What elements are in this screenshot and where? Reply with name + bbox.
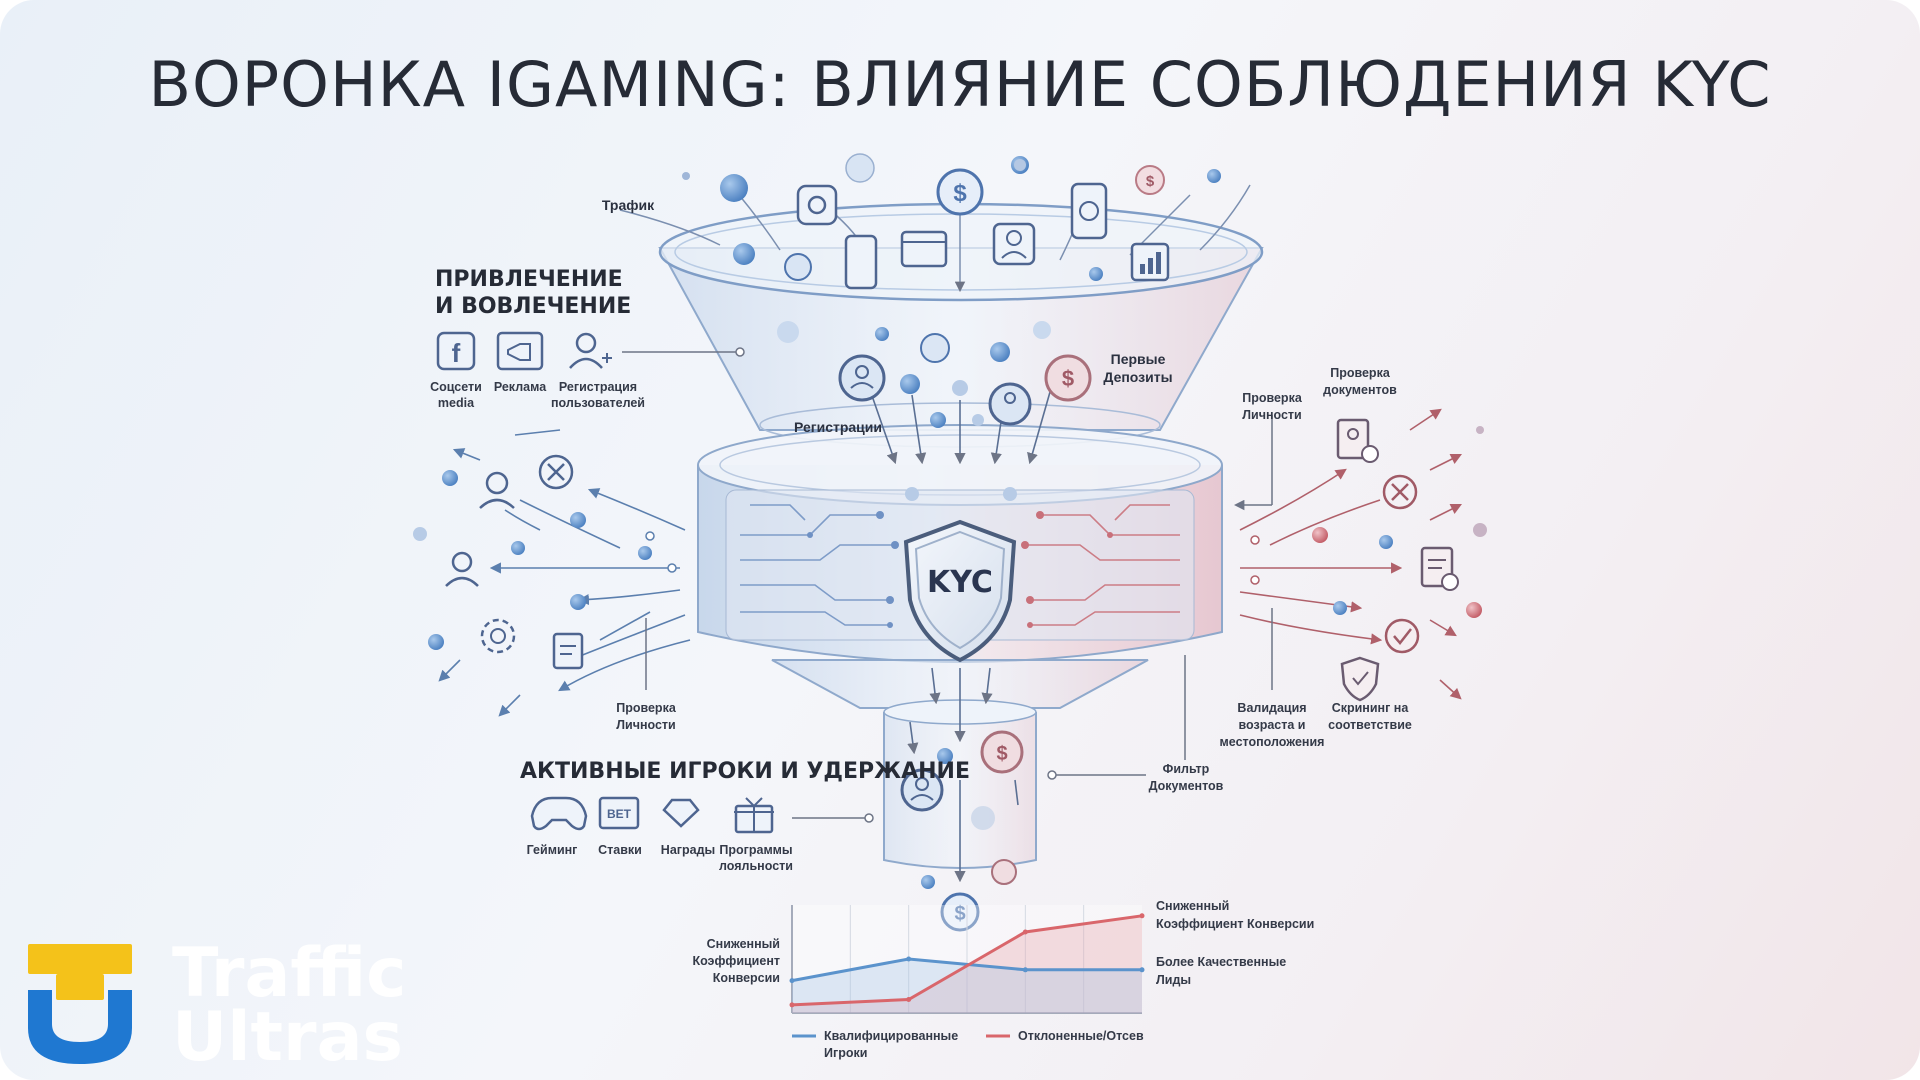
first-deposits-label-2: Депозиты xyxy=(1103,369,1172,385)
series-line-rejected xyxy=(791,914,1143,1007)
signup-label-2: пользователей xyxy=(551,396,645,410)
reject-x-icon xyxy=(538,454,574,490)
kyc-shield-icon: KYC xyxy=(903,519,1017,663)
annotation-low-1: Сниженный xyxy=(707,937,780,951)
svg-text:BET: BET xyxy=(607,807,632,821)
attraction-section: ПРИВЛЕЧЕНИЕ И ВОВЛЕЧЕНИЕ f Соцсети media… xyxy=(430,267,745,410)
instagram-icon xyxy=(796,184,838,226)
retention-heading: АКТИВНЫЕ ИГРОКИ И УДЕРЖАНИЕ xyxy=(520,759,970,784)
registrations-label: Регистрации xyxy=(794,419,882,435)
compliance-label-2: соответствие xyxy=(1328,718,1412,732)
mobile-globe-icon xyxy=(1070,182,1108,240)
deposit-coin-icon xyxy=(1044,354,1092,402)
age-geo-label-2: возраста и xyxy=(1239,718,1306,732)
svg-text:$: $ xyxy=(953,180,967,207)
left-outflow: Проверка Личности xyxy=(413,429,691,732)
ads-label: Реклама xyxy=(494,380,547,394)
browser-click-icon xyxy=(900,230,948,268)
first-deposits-label-1: Первые xyxy=(1111,351,1166,367)
rewards-label: Награды xyxy=(661,843,715,857)
conversion-chart: Сниженный Коэффициент Конверсии Сниженны… xyxy=(692,899,1314,1060)
page-title: ВОРОНКА IGAMING: ВЛИЯНИЕ СОБЛЮДЕНИЯ KYC xyxy=(148,48,1771,121)
svg-text:$: $ xyxy=(996,743,1007,765)
signup-label-1: Регистрация xyxy=(559,380,637,394)
user-icon-left xyxy=(451,551,473,573)
gaming-label: Гейминг xyxy=(527,843,578,857)
annotation-low-2: Коэффициент xyxy=(692,954,780,968)
gamepad-icon xyxy=(530,796,588,831)
svg-text:$: $ xyxy=(1146,173,1155,190)
traffic-label: Трафик xyxy=(602,197,655,213)
bet-icon xyxy=(598,796,640,830)
annotation-quality-2: Лиды xyxy=(1156,973,1191,987)
identity-right-label-2: Личности xyxy=(1242,408,1302,422)
approve-check-icon xyxy=(1384,618,1420,654)
reject-x-icon-right xyxy=(1382,474,1418,510)
document-edit-icon xyxy=(552,632,584,670)
attraction-heading-2: И ВОВЛЕЧЕНИЕ xyxy=(435,294,631,319)
phone-touch-icon xyxy=(844,234,878,290)
doc-filter-label-2: Документов xyxy=(1149,779,1224,793)
age-geo-label-3: местоположения xyxy=(1220,735,1325,749)
logo-text-line1: Traffic xyxy=(172,934,406,1013)
shield-check-icon xyxy=(1340,656,1380,702)
chart-point-qualified-2 xyxy=(1022,967,1028,973)
payout-coin-icon xyxy=(940,892,980,932)
loyalty-label-1: Программы xyxy=(719,843,792,857)
docs-check-label-1: Проверка xyxy=(1330,366,1391,380)
legend-qualified-2: Игроки xyxy=(824,1046,867,1060)
chart-point-rejected-2 xyxy=(1022,929,1028,935)
user-coin-icon xyxy=(720,174,748,202)
dollar-coin-icon xyxy=(936,168,984,216)
legend-rejected: Отклоненные/Отсев xyxy=(1018,1029,1144,1043)
annotation-low-3: Конверсии xyxy=(713,971,780,985)
identity-right-label-1: Проверка xyxy=(1242,391,1303,405)
annotation-high-2: Коэффициент Конверсии xyxy=(1156,917,1314,931)
svg-text:$: $ xyxy=(1062,366,1074,391)
social-label-1: Соцсети xyxy=(430,380,482,394)
diamond-reward-icon xyxy=(662,798,700,828)
loyalty-label-2: лояльности xyxy=(719,859,793,873)
user-blocked-icon xyxy=(485,471,509,495)
social-label-2: media xyxy=(438,396,475,410)
user-add-icon xyxy=(575,332,597,354)
age-geo-label-1: Валидация xyxy=(1237,701,1306,715)
funnel-contents: $ xyxy=(777,321,1092,501)
logo-mark-icon xyxy=(28,944,132,1064)
chart-point-rejected-1 xyxy=(906,997,912,1002)
coin-icon-tube xyxy=(980,730,1024,774)
legend-qualified-1: Квалифицированные xyxy=(824,1029,958,1043)
compliance-label-1: Скрининг на xyxy=(1332,701,1410,715)
social-media-icon xyxy=(436,331,476,371)
chart-point-qualified-3 xyxy=(1139,967,1145,973)
traffic-icons: $ $ xyxy=(619,153,1251,293)
coin-icon-red xyxy=(1135,165,1165,195)
chart-point-qualified-0 xyxy=(789,978,795,984)
annotation-high-1: Сниженный xyxy=(1156,899,1229,913)
annotation-quality-1: Более Качественные xyxy=(1156,955,1286,969)
attraction-heading-1: ПРИВЛЕЧЕНИЕ xyxy=(435,267,623,292)
tube-contents: $ $ Фильтр Документов xyxy=(900,667,1224,932)
doc-filter-label-1: Фильтр xyxy=(1163,762,1210,776)
docs-check-label-2: документов xyxy=(1323,383,1397,397)
fingerprint-icon xyxy=(480,618,516,654)
identity-left-label-1: Проверка xyxy=(616,701,677,715)
right-outflow: Проверка Личности Проверка документов Ва… xyxy=(1184,366,1487,760)
chart-point-qualified-1 xyxy=(906,956,912,962)
bets-label: Ставки xyxy=(598,843,642,857)
funnel xyxy=(658,202,1264,869)
identity-left-label-2: Личности xyxy=(616,718,676,732)
series-area-rejected xyxy=(792,915,1142,1013)
kyc-label: KYC xyxy=(927,565,993,600)
logo-text-line2: Ultras xyxy=(172,998,403,1077)
retention-section: АКТИВНЫЕ ИГРОКИ И УДЕРЖАНИЕ BET Гейминг … xyxy=(520,759,970,873)
chart-point-rejected-0 xyxy=(789,1002,795,1008)
svg-text:$: $ xyxy=(954,903,965,925)
svg-text:f: f xyxy=(452,338,461,368)
chart-point-rejected-3 xyxy=(1139,913,1145,919)
